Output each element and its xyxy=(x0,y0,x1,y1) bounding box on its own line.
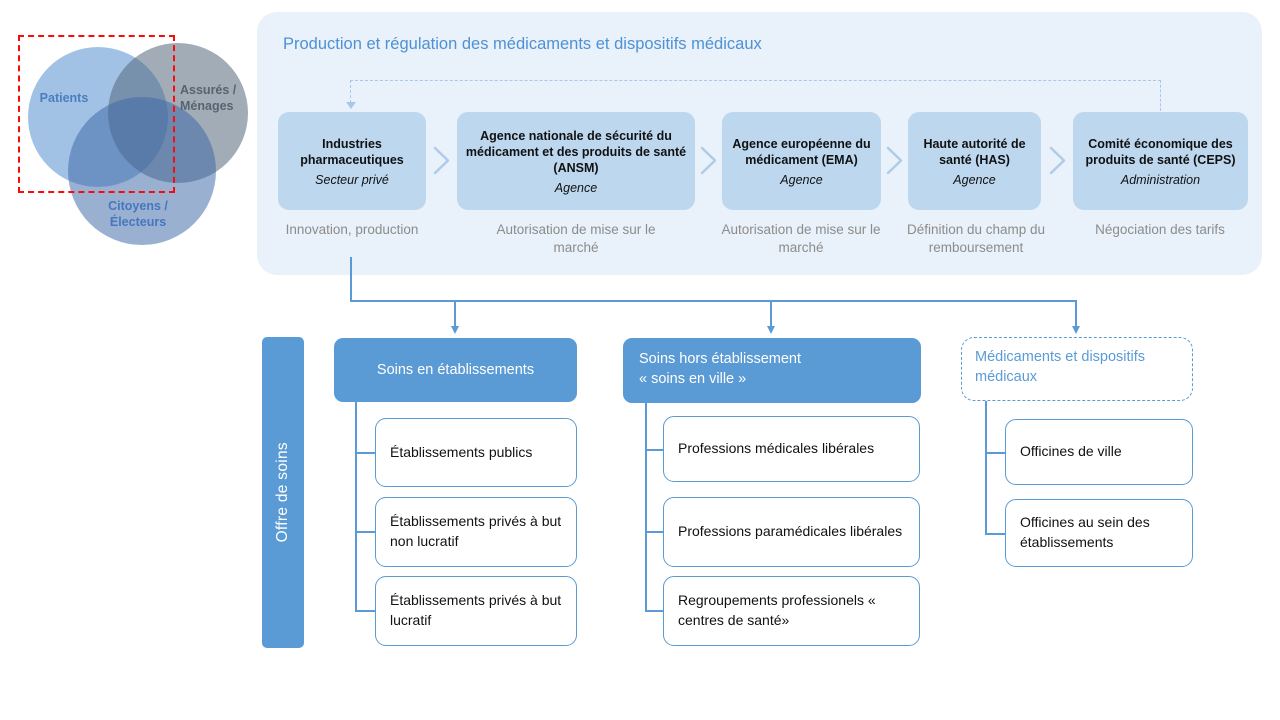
reg-box-name: Industries pharmaceutiques xyxy=(300,136,404,167)
leaf-label: Regroupements professionels « centres de… xyxy=(678,592,876,628)
column-header-medicaments: Médicaments et dispositifs médicaux xyxy=(961,337,1193,401)
reg-box-subtitle: Administration xyxy=(1120,172,1201,187)
venn-label-citoyens: Citoyens / Électeurs xyxy=(108,199,168,230)
caption-innovation: Innovation, production xyxy=(285,222,419,237)
offre-de-soins-bar: Offre de soins xyxy=(262,337,304,648)
tree-line-col2 xyxy=(645,403,647,611)
connector-drop-3 xyxy=(1075,300,1077,327)
reg-box-has: Haute autorité de santé (HAS) Agence xyxy=(908,112,1041,210)
caption-amm-ansm: Autorisation de mise sur le marché xyxy=(496,222,656,256)
column-header-label: Soins en établissements xyxy=(376,361,535,378)
chevron-right-icon xyxy=(700,146,717,175)
leaf-officines-etablissements: Officines au sein des établissements xyxy=(1005,499,1193,567)
tree-stub xyxy=(355,452,375,454)
tree-stub xyxy=(355,610,375,612)
leaf-label: Officines au sein des établissements xyxy=(1020,514,1150,550)
venn-label-patients: Patients xyxy=(39,91,89,105)
feedback-arrowhead-icon xyxy=(346,102,356,109)
connector-horizontal xyxy=(350,300,1077,302)
caption-tarifs: Négociation des tarifs xyxy=(1095,222,1225,237)
reg-box-name: Haute autorité de santé (HAS) xyxy=(923,136,1026,167)
reg-box-name: Agence européenne du médicament (EMA) xyxy=(732,136,871,167)
leaf-etab-prives-lucratif: Établissements privés à but lucratif xyxy=(375,576,577,646)
column-header-etablissements: Soins en établissements xyxy=(334,338,577,402)
leaf-label: Officines de ville xyxy=(1020,443,1122,460)
feedback-dashed-line-horizontal xyxy=(350,80,1161,81)
venn-label-assures: Assurés / Ménages xyxy=(180,83,237,114)
offre-de-soins-label: Offre de soins xyxy=(274,442,291,543)
chevron-right-icon xyxy=(1049,146,1066,175)
reg-box-name: Agence nationale de sécurité du médicame… xyxy=(465,128,687,175)
leaf-label: Établissements publics xyxy=(390,443,533,460)
leaf-regroupements-professionnels: Regroupements professionels « centres de… xyxy=(663,576,920,646)
arrowhead-down-icon xyxy=(766,326,775,334)
tree-stub xyxy=(645,531,663,533)
leaf-professions-medicales: Professions médicales libérales xyxy=(663,416,920,482)
venn-circle-citoyens xyxy=(68,97,216,245)
reg-box-ema: Agence européenne du médicament (EMA) Ag… xyxy=(722,112,881,210)
arrowhead-down-icon xyxy=(1071,326,1080,334)
leaf-label: Professions paramédicales libérales xyxy=(678,523,903,540)
panel-title: Production et régulation des médicaments… xyxy=(283,35,762,53)
reg-box-subtitle: Agence xyxy=(780,172,823,187)
caption-remboursement: Définition du champ du remboursement xyxy=(906,222,1046,256)
leaf-professions-paramedicales: Professions paramédicales libérales xyxy=(663,497,920,567)
chevron-right-icon xyxy=(433,146,450,175)
reg-box-subtitle: Agence xyxy=(554,180,598,195)
tree-stub xyxy=(645,610,663,612)
red-dashed-selection xyxy=(18,35,175,193)
tree-stub xyxy=(985,533,1005,535)
arrowhead-down-icon xyxy=(450,326,459,334)
leaf-label: Établissements privés à but non lucratif xyxy=(390,513,562,549)
tree-stub xyxy=(645,449,663,451)
leaf-officines-ville: Officines de ville xyxy=(1005,419,1193,485)
chevron-right-icon xyxy=(886,146,903,175)
column-header-line2: « soins en ville » xyxy=(639,371,747,388)
leaf-label: Professions médicales libérales xyxy=(678,440,875,457)
connector-drop-1 xyxy=(454,300,456,327)
column-header-soins-en-ville: Soins hors établissement « soins en vill… xyxy=(623,338,921,403)
tree-line-col1 xyxy=(355,402,357,611)
feedback-dashed-line-left xyxy=(350,80,351,103)
reg-box-subtitle: Secteur privé xyxy=(315,172,389,187)
reg-box-name: Comité économique des produits de santé … xyxy=(1085,136,1236,167)
reg-box-ceps: Comité économique des produits de santé … xyxy=(1073,112,1248,210)
leaf-etab-prives-non-lucratif: Établissements privés à but non lucratif xyxy=(375,497,577,567)
connector-drop-2 xyxy=(770,300,772,327)
connector-vertical-root xyxy=(350,257,352,301)
column-header-label: Médicaments et dispositifs médicaux xyxy=(975,349,1146,386)
reg-box-subtitle: Agence xyxy=(953,172,996,187)
reg-box-ansm: Agence nationale de sécurité du médicame… xyxy=(457,112,695,210)
feedback-dashed-line-right xyxy=(1160,80,1161,111)
caption-amm-ema: Autorisation de mise sur le marché xyxy=(721,222,881,256)
reg-box-industries: Industries pharmaceutiques Secteur privé xyxy=(278,112,426,210)
leaf-etab-publics: Établissements publics xyxy=(375,418,577,487)
tree-line-col3 xyxy=(985,401,987,533)
column-header-line1: Soins hors établissement xyxy=(639,351,801,367)
tree-stub xyxy=(355,531,375,533)
leaf-label: Établissements privés à but lucratif xyxy=(390,592,562,628)
tree-stub xyxy=(985,452,1005,454)
